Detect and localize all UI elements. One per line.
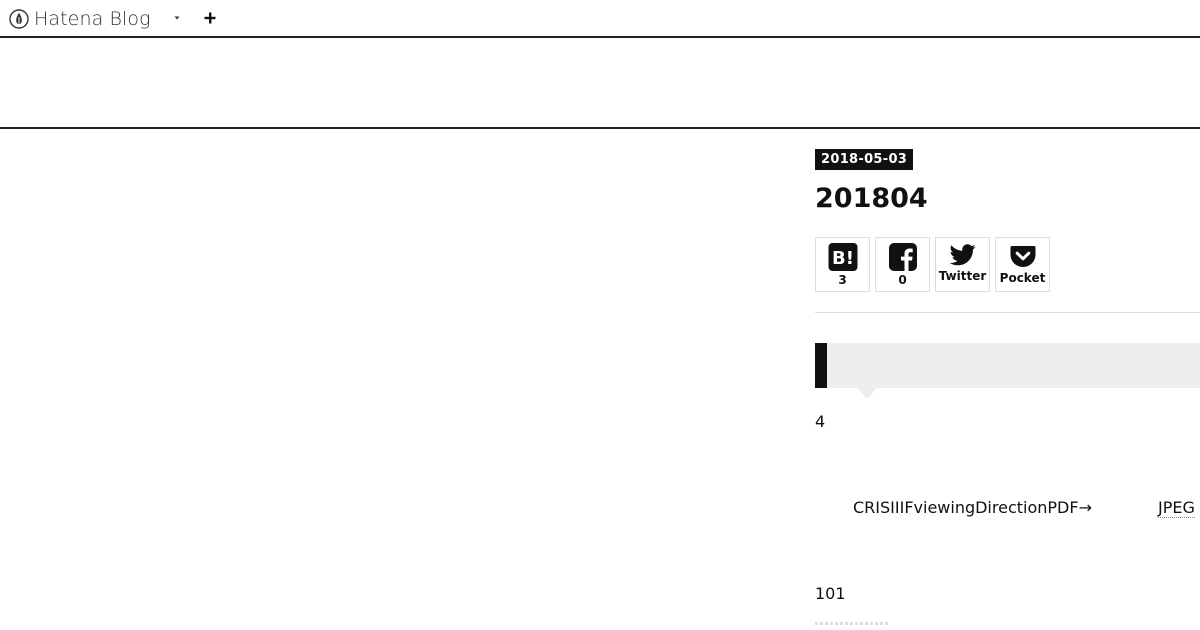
brand-name: Hatena Blog xyxy=(34,8,151,30)
share-buttons: B! 3 0 Twitter xyxy=(815,237,1050,292)
pocket-icon xyxy=(1010,243,1036,269)
hatena-blog-logo-link[interactable]: Hatena Blog xyxy=(9,7,151,31)
hatena-toolbar: Hatena Blog xyxy=(0,0,1200,38)
svg-text:B!: B! xyxy=(832,248,854,269)
facebook-share-count: 0 xyxy=(898,273,907,287)
blog-header xyxy=(0,38,1200,129)
hatena-ink-drop-icon xyxy=(9,9,29,29)
entry-date[interactable]: 2018-05-03 xyxy=(815,149,914,170)
entry-title[interactable]: 201804 xyxy=(815,183,928,214)
plus-icon[interactable] xyxy=(200,8,220,28)
entry-divider xyxy=(815,312,1200,313)
twitter-icon xyxy=(949,243,976,267)
pocket-share-button[interactable]: Pocket xyxy=(995,237,1050,292)
section-heading-pointer xyxy=(857,388,877,399)
entry-paragraph-count: 4 xyxy=(815,412,826,431)
hatena-bookmark-count: 3 xyxy=(838,273,847,287)
jpeg-link[interactable]: JPEG xyxy=(1157,498,1195,518)
entry-paragraph-total: 101 xyxy=(815,584,846,603)
entry-link-text[interactable]: CRISIIIFviewingDirectionPDF→ xyxy=(853,498,1092,517)
twitter-share-button[interactable]: Twitter xyxy=(935,237,990,292)
facebook-share-button[interactable]: 0 xyxy=(875,237,930,292)
hatena-bookmark-button[interactable]: B! 3 xyxy=(815,237,870,292)
hatena-bookmark-icon: B! xyxy=(828,243,858,271)
entry-article: 2018-05-03 201804 B! 3 0 xyxy=(815,129,1200,630)
section-heading xyxy=(815,343,1200,388)
pocket-share-label: Pocket xyxy=(999,271,1046,285)
caret-down-icon[interactable] xyxy=(168,9,186,27)
facebook-icon xyxy=(888,243,917,271)
twitter-share-label: Twitter xyxy=(938,269,987,283)
faint-text-line xyxy=(815,622,889,625)
entry-paragraph-links: CRISIIIFviewingDirectionPDF→ JPEG xyxy=(853,498,1195,518)
